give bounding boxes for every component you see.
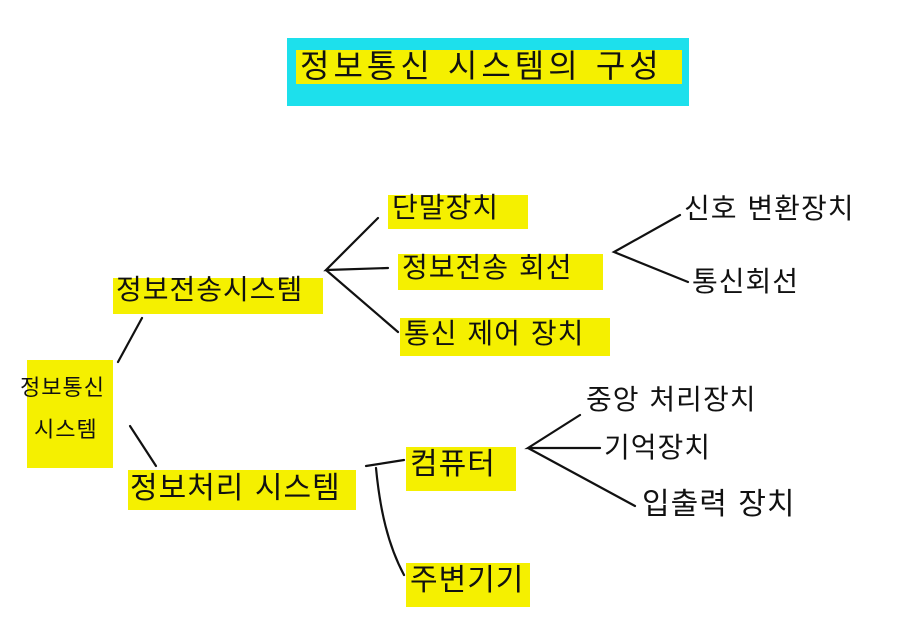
root-highlight — [27, 360, 113, 468]
root-label-line2: 시스템 — [34, 418, 98, 443]
cpu-label: 중앙 처리장치 — [586, 383, 757, 416]
transmission-line-label: 정보전송 회선 — [402, 251, 573, 284]
computer-label: 컴퓨터 — [410, 447, 496, 482]
peripheral-highlight — [406, 563, 530, 607]
connector-processing-branches — [364, 458, 406, 577]
io-device-label: 입출력 장치 — [642, 487, 796, 522]
processing-system-label: 정보처리 시스템 — [130, 471, 341, 506]
line-highlight — [398, 254, 603, 290]
comm-control-device-label: 통신 제어 장치 — [404, 317, 585, 350]
connector-root-transmission — [116, 316, 144, 364]
connector-computer-branches — [524, 413, 637, 508]
terminal-highlight — [388, 195, 528, 229]
connector-root-processing — [128, 424, 158, 468]
connector-transmission-branches — [323, 216, 400, 334]
terminal-device-label: 단말장치 — [392, 191, 500, 224]
diagram-title: 정보통신 시스템의 구성 — [300, 47, 663, 85]
transmission-system-label: 정보전송시스템 — [116, 273, 304, 306]
comm-line-label: 통신회선 — [692, 265, 800, 298]
signal-converter-label: 신호 변환장치 — [684, 192, 855, 225]
title-highlight-yellow — [296, 50, 682, 84]
control-highlight — [400, 318, 610, 356]
processing-highlight — [128, 470, 356, 510]
root-label-line1: 정보통신 — [20, 376, 105, 401]
connector-line-branches — [611, 213, 690, 284]
memory-label: 기억장치 — [604, 431, 712, 464]
transmission-highlight — [113, 278, 323, 314]
computer-highlight — [406, 447, 516, 491]
peripheral-label: 주변기기 — [410, 563, 525, 598]
